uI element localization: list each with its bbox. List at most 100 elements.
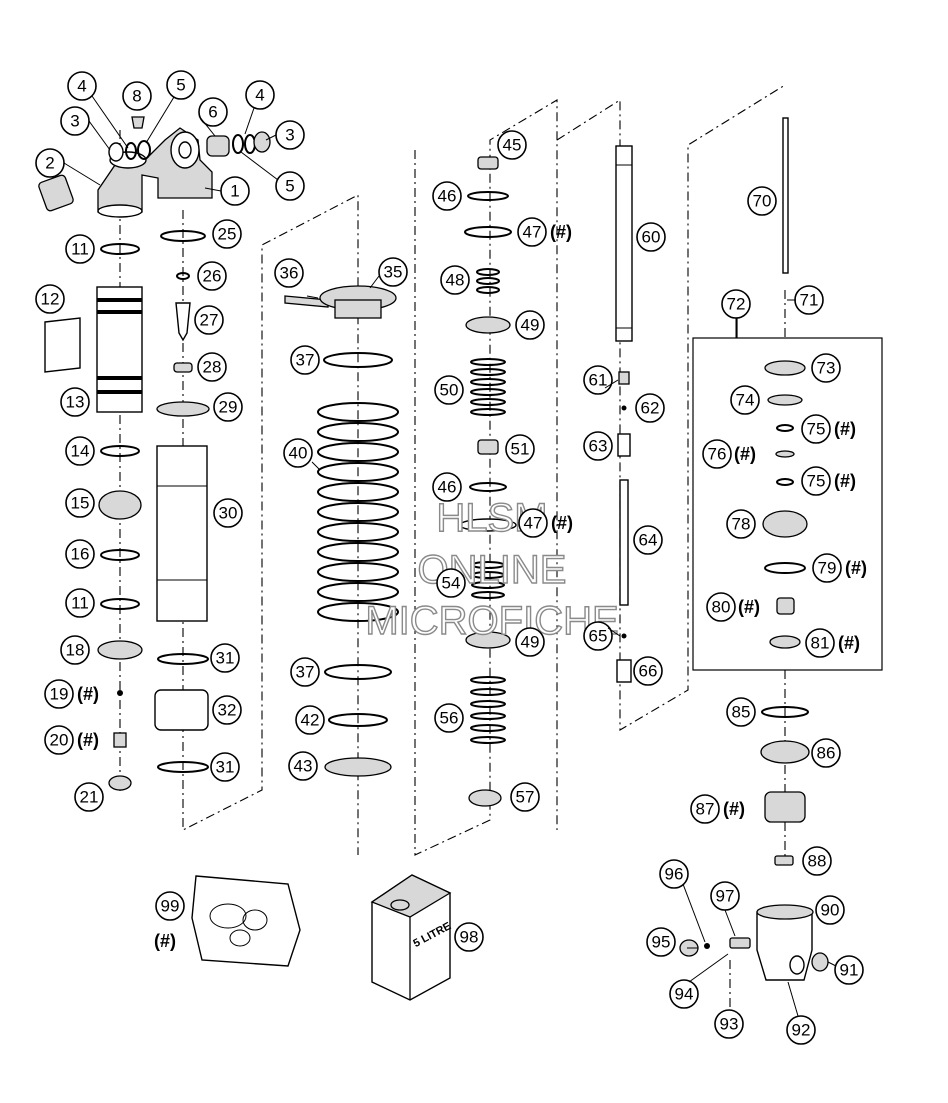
svg-text:8: 8: [132, 87, 141, 106]
callout: 8: [122, 81, 152, 111]
callout: 54: [436, 568, 466, 598]
svg-text:74: 74: [736, 391, 755, 410]
svg-text:46: 46: [438, 187, 457, 206]
callout: 50: [434, 375, 464, 405]
callout: 18: [60, 635, 90, 665]
callout: 13: [60, 387, 90, 417]
callout: 30: [213, 498, 243, 528]
svg-text:99: 99: [161, 897, 180, 916]
callout: 15: [65, 488, 95, 518]
oil-can: 5 LITRE: [370, 874, 453, 1001]
svg-text:21: 21: [80, 788, 99, 807]
svg-text:97: 97: [716, 887, 735, 906]
callout: 32: [212, 695, 242, 725]
svg-text:54: 54: [442, 574, 461, 593]
svg-text:85: 85: [732, 703, 751, 722]
callout: 75: [801, 466, 831, 496]
svg-text:47: 47: [524, 514, 543, 533]
svg-text:75: 75: [807, 420, 826, 439]
callout: 36: [274, 258, 304, 288]
svg-text:65: 65: [589, 627, 608, 646]
callout: 86: [811, 738, 841, 768]
callout: 78: [726, 509, 756, 539]
svg-text:49: 49: [521, 316, 540, 335]
svg-text:3: 3: [285, 126, 294, 145]
svg-text:66: 66: [639, 662, 658, 681]
svg-text:90: 90: [821, 901, 840, 920]
reservoir-column: [44, 243, 143, 791]
svg-text:95: 95: [652, 933, 671, 952]
svg-text:11: 11: [71, 594, 89, 613]
svg-text:64: 64: [639, 531, 658, 550]
svg-text:26: 26: [203, 267, 222, 286]
svg-text:37: 37: [296, 663, 315, 682]
svg-text:80: 80: [712, 598, 731, 617]
callout: 99: [155, 891, 185, 921]
callout: 66: [633, 656, 663, 686]
svg-text:32: 32: [218, 701, 237, 720]
callout: 62: [635, 393, 665, 423]
svg-text:62: 62: [641, 399, 660, 418]
svg-text:29: 29: [219, 398, 238, 417]
svg-text:51: 51: [511, 440, 530, 459]
callout: 88: [802, 846, 832, 876]
svg-text:13: 13: [66, 393, 85, 412]
callout: 31: [210, 752, 240, 782]
callout: 2: [35, 148, 65, 178]
callout: 81: [805, 628, 835, 658]
callout: 31: [210, 643, 240, 673]
callout: 12: [35, 284, 65, 314]
hash-mark: (#): [723, 799, 745, 819]
callout: 6: [198, 97, 228, 127]
callout: 5: [275, 171, 305, 201]
callout: 85: [726, 697, 756, 727]
callout: 40: [283, 438, 313, 468]
svg-text:15: 15: [71, 494, 90, 513]
callout: 20: [44, 725, 74, 755]
callout: 26: [197, 261, 227, 291]
svg-text:16: 16: [71, 545, 90, 564]
svg-text:20: 20: [50, 731, 69, 750]
svg-text:79: 79: [818, 559, 837, 578]
callout: 74: [730, 385, 760, 415]
callout: 61: [583, 365, 613, 395]
callout: 21: [74, 782, 104, 812]
hash-mark: (#): [550, 222, 572, 242]
callout: 80: [706, 592, 736, 622]
svg-text:81: 81: [811, 634, 830, 653]
svg-text:73: 73: [817, 359, 836, 378]
body-column: [154, 230, 210, 773]
callout: 16: [65, 539, 95, 569]
callout: 46: [432, 472, 462, 502]
callout: 14: [65, 436, 95, 466]
svg-text:91: 91: [840, 961, 859, 980]
svg-text:27: 27: [200, 311, 219, 330]
callout: 90: [815, 895, 845, 925]
callout: 37: [290, 657, 320, 687]
svg-text:86: 86: [817, 744, 836, 763]
svg-text:14: 14: [71, 442, 90, 461]
svg-text:12: 12: [41, 290, 60, 309]
callout: 3: [60, 106, 90, 136]
svg-text:18: 18: [66, 641, 85, 660]
svg-text:78: 78: [732, 515, 751, 534]
shim-stack-column: [459, 156, 517, 807]
callout: 27: [194, 305, 224, 335]
svg-text:72: 72: [727, 295, 746, 314]
callout: 70: [747, 186, 777, 216]
svg-text:43: 43: [294, 757, 313, 776]
top-mount-assembly: [38, 116, 271, 218]
callout: 46: [432, 181, 462, 211]
callout: 5: [166, 70, 196, 100]
callout: 76: [702, 439, 732, 469]
callout: 79: [812, 553, 842, 583]
callout: 64: [633, 525, 663, 555]
svg-text:75: 75: [807, 472, 826, 491]
hash-mark: (#): [77, 684, 99, 704]
callout: 3: [275, 120, 305, 150]
svg-text:49: 49: [521, 633, 540, 652]
leader-lines: [63, 95, 837, 1017]
svg-text:87: 87: [696, 800, 715, 819]
watermark-line-3: MICROFICHE: [365, 599, 618, 643]
